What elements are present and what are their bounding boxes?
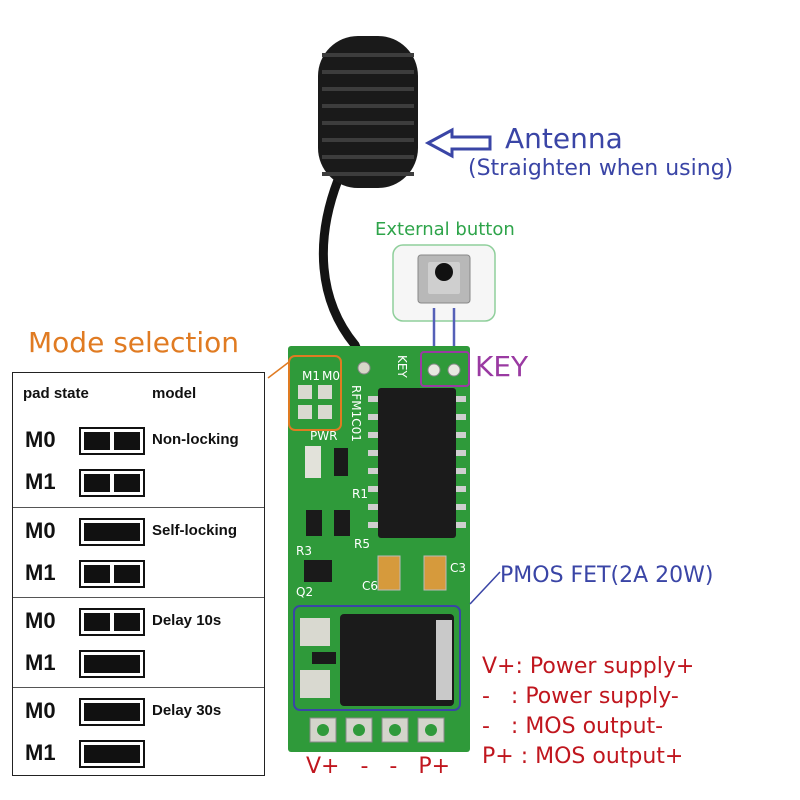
model-name: Delay 30s <box>152 702 222 719</box>
antenna-subtitle: (Straighten when using) <box>468 156 734 181</box>
legend-line: P+ : MOS output+ <box>482 744 684 769</box>
antenna-wire <box>318 175 367 367</box>
pad-square <box>114 613 140 631</box>
key-label: KEY <box>475 350 529 383</box>
silk-m1: M1 <box>302 369 320 383</box>
pad-square <box>114 432 140 450</box>
pad-state-icon <box>79 427 145 455</box>
pad-state-icon <box>79 650 145 678</box>
external-button-label: External button <box>375 219 515 240</box>
pad-bridged <box>84 703 140 721</box>
mode-row: M0 Self-locking M1 <box>13 507 264 597</box>
silk-c3: C3 <box>450 561 466 575</box>
tact-switch-cap <box>435 263 453 281</box>
silk-key: KEY <box>395 355 409 378</box>
mode-selection-title: Mode selection <box>28 326 240 359</box>
pmos-highlight <box>293 605 461 711</box>
silk-q2: Q2 <box>296 585 313 599</box>
antenna-title: Antenna <box>505 122 623 155</box>
pad-square <box>84 613 110 631</box>
header-pad-state: pad state <box>23 385 89 402</box>
mode-row: M0 Non-locking M1 <box>13 417 264 506</box>
pmos-label: PMOS FET(2A 20W) <box>500 563 714 588</box>
ic-chip <box>378 388 456 538</box>
pad-bridged <box>84 745 140 763</box>
silk-r3: R3 <box>296 544 312 558</box>
silk-rfm: RFM1C01 <box>349 385 363 442</box>
silk-r1: R1 <box>352 487 368 501</box>
header-model: model <box>152 385 197 402</box>
pad-label: M0 <box>25 518 56 543</box>
pad-bridged <box>84 523 140 541</box>
mode-row: M0 Delay 30s M1 <box>13 687 264 777</box>
model-name: Self-locking <box>152 522 238 539</box>
silk-pwr: PWR <box>310 429 337 443</box>
mode-pad-highlight <box>288 355 342 431</box>
legend-line: V+: Power supply+ <box>482 654 695 679</box>
pad-bridged <box>84 655 140 673</box>
model-name: Delay 10s <box>152 612 222 629</box>
pad-label: M0 <box>25 698 56 723</box>
silk-m0: M0 <box>322 369 340 383</box>
pad-state-icon <box>79 469 145 497</box>
silk-r5: R5 <box>354 537 370 551</box>
pad-state-icon <box>79 740 145 768</box>
pad-square <box>114 565 140 583</box>
legend-line: - : Power supply- <box>482 684 679 709</box>
pad-square <box>84 565 110 583</box>
pad-square <box>84 474 110 492</box>
pad-label: M0 <box>25 427 56 452</box>
model-name: Non-locking <box>152 431 239 448</box>
pad-state-icon <box>79 518 145 546</box>
pad-square <box>84 432 110 450</box>
pad-label: M1 <box>25 469 56 494</box>
pad-state-icon <box>79 608 145 636</box>
pad-label: M0 <box>25 608 56 633</box>
mode-row: M0 Delay 10s M1 <box>13 597 264 687</box>
pad-label: M1 <box>25 650 56 675</box>
pad-square <box>114 474 140 492</box>
pad-state-icon <box>79 560 145 588</box>
silk-c6: C6 <box>362 579 378 593</box>
pad-label: M1 <box>25 560 56 585</box>
key-highlight <box>420 351 470 387</box>
antenna-coil <box>318 36 418 188</box>
pad-state-icon <box>79 698 145 726</box>
pad-label: M1 <box>25 740 56 765</box>
legend-line: - : MOS output- <box>482 714 664 739</box>
pin-labels: V+ - - P+ <box>306 754 451 779</box>
mode-table: pad state model M0 Non-locking M1 M0 Sel… <box>12 372 265 776</box>
antenna-arrow <box>424 127 492 159</box>
